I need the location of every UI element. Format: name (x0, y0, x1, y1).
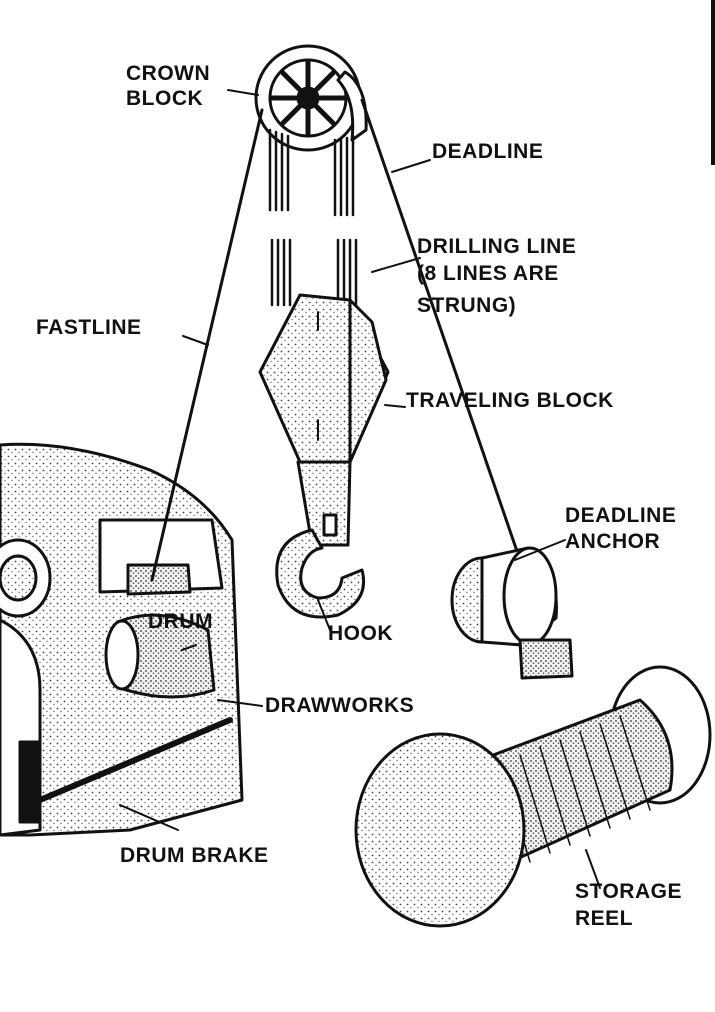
label-deadline-anchor: DEADLINE ANCHOR (565, 504, 676, 553)
label-fastline: FASTLINE (36, 316, 142, 339)
scan-edge-bar (711, 0, 715, 165)
label-drilling-line-line1: DRILLING LINE (417, 235, 576, 258)
label-deadline: DEADLINE (432, 140, 543, 163)
traveling-block (258, 293, 390, 464)
label-crown-block-line1: CROWN (126, 62, 210, 85)
label-drum: DRUM (148, 610, 213, 633)
storage-reel (354, 665, 712, 928)
label-storage-reel: STORAGE REEL (575, 880, 682, 930)
label-drawworks: DRAWWORKS (265, 694, 414, 717)
leader-lines (119, 89, 601, 889)
label-drum-brake: DRUM BRAKE (120, 844, 269, 867)
label-storage-reel-line1: STORAGE (575, 880, 682, 903)
drilling-line (268, 128, 358, 307)
drum-brake (18, 717, 233, 824)
label-drilling-line: DRILLING LINE (8 LINES ARE STRUNG) (417, 235, 576, 317)
hook (275, 460, 365, 619)
deadline-anchor (450, 546, 574, 680)
deadline (360, 98, 522, 562)
label-deadline-anchor-line1: DEADLINE (565, 504, 676, 527)
label-storage-reel-line2: REEL (575, 907, 633, 930)
label-drilling-line-line3: STRUNG) (417, 294, 516, 317)
label-hook: HOOK (328, 622, 393, 645)
crown-block (254, 44, 368, 152)
label-drilling-line-line2: (8 LINES ARE (417, 262, 559, 285)
label-crown-block-line2: BLOCK (126, 87, 203, 110)
label-traveling-block: TRAVELING BLOCK (406, 389, 614, 412)
label-crown-block: CROWN BLOCK (126, 62, 210, 110)
drum (104, 613, 216, 699)
label-deadline-anchor-line2: ANCHOR (565, 530, 660, 553)
